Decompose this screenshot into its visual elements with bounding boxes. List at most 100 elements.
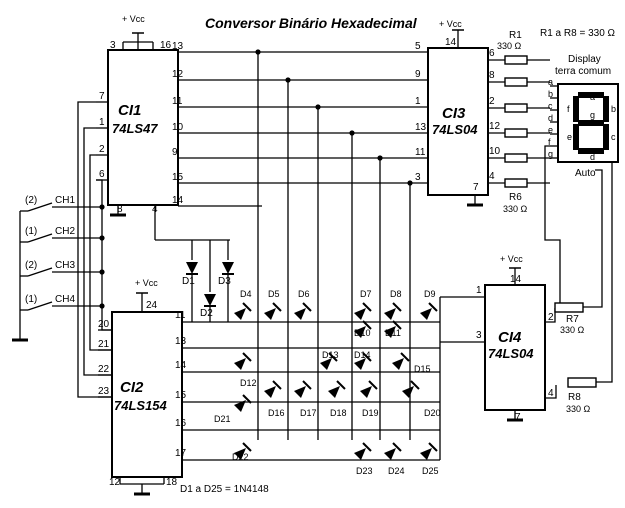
vcc-label-ic3: + Vcc <box>439 19 462 29</box>
resistor-r7-body <box>554 302 584 313</box>
pin-label: 13 <box>175 336 187 347</box>
segment-g <box>578 120 604 126</box>
r7-to-display <box>583 169 603 308</box>
display-title-1: Display <box>568 54 601 65</box>
segment-a <box>578 92 604 98</box>
diode-d24 <box>384 448 396 460</box>
pin-label: 2 <box>99 144 105 155</box>
diode-d17 <box>294 386 306 398</box>
resistor-r8-ref: R8 <box>568 392 581 403</box>
display-seg-f-wire <box>544 145 561 303</box>
diode-d8 <box>384 308 396 320</box>
pin-label: 1 <box>415 96 421 107</box>
switch-lever <box>27 267 53 277</box>
diode-d10 <box>354 326 366 338</box>
diode-label: D21 <box>214 414 231 424</box>
diode-d18-cathode <box>336 380 346 390</box>
ic2-name: CI2 <box>120 379 144 396</box>
pin-label: 18 <box>166 477 178 488</box>
addr-bus-c <box>89 154 112 351</box>
diode-d18 <box>328 386 340 398</box>
vcc-label-ic2: + Vcc <box>135 278 158 288</box>
pin-label: 11 <box>175 310 186 321</box>
resistor-r1-value: 330 Ω <box>497 41 522 51</box>
diode-d21 <box>234 400 246 412</box>
pin-label: 7 <box>473 182 479 193</box>
pin-label: 13 <box>172 41 184 52</box>
segment-glyph-label: g <box>590 110 595 120</box>
diode-note: D1 a D25 = 1N4148 <box>180 484 269 495</box>
segment-label: f <box>548 137 551 147</box>
pin-label: 14 <box>445 37 457 48</box>
junction-dot <box>99 269 105 275</box>
pin-label: 3 <box>476 330 482 341</box>
diode-label: D7 <box>360 289 372 299</box>
diode-label: D10 <box>354 328 371 338</box>
segment-glyph-label: e <box>567 132 572 142</box>
switch-name: CH4 <box>55 294 75 305</box>
resistor-r7-ref: R7 <box>566 314 579 325</box>
diode-label: D25 <box>422 466 439 476</box>
segment-f <box>573 96 579 122</box>
resistor-body <box>504 103 528 113</box>
switch-position: (2) <box>25 195 37 206</box>
pin-label: 20 <box>98 319 110 330</box>
resistor-r8-body <box>567 377 597 388</box>
resistor-body <box>504 153 528 163</box>
junction-dot <box>99 303 105 309</box>
diode-label: D9 <box>424 289 436 299</box>
diode-label: D4 <box>240 289 252 299</box>
vcc-label-ic4: + Vcc <box>500 254 523 264</box>
ic3-part: 74LS04 <box>432 122 478 137</box>
pin-label: 4 <box>489 171 495 182</box>
parts-layer <box>12 29 609 496</box>
pin-label: 16 <box>160 40 172 51</box>
addr-bus-b <box>83 127 112 376</box>
pin-label: 3 <box>110 40 116 51</box>
switch-position: (1) <box>25 294 37 305</box>
diode-label: D14 <box>354 350 371 360</box>
pin-label: 14 <box>172 195 184 206</box>
pin-label: 16 <box>175 418 187 429</box>
segment-glyph-label: c <box>611 132 616 142</box>
ic3-name: CI3 <box>442 105 466 122</box>
pin-label: 14 <box>175 360 187 371</box>
resistor-r6-value: 330 Ω <box>503 204 528 214</box>
resistor-r6-ref: R6 <box>509 192 522 203</box>
ic1-part: 74LS47 <box>112 121 158 136</box>
diode-d14 <box>354 358 366 370</box>
switch-name: CH3 <box>55 260 75 271</box>
pin-label: 4 <box>548 388 554 399</box>
diode-d21-cathode <box>242 394 252 404</box>
diode-d16 <box>264 386 276 398</box>
pin-label: 8 <box>117 204 123 215</box>
diode-d6 <box>294 308 306 320</box>
diode-d12 <box>234 358 246 370</box>
diode-label: D12 <box>240 378 257 388</box>
switch-position: (2) <box>25 260 37 271</box>
diode-d24-cathode <box>392 442 402 452</box>
segment-glyph-label: d <box>590 152 595 162</box>
ic4-out4 <box>545 385 557 399</box>
diode-d19 <box>360 386 372 398</box>
diode-d4 <box>234 308 246 320</box>
diode-d11 <box>384 326 396 338</box>
diode-label: D1 <box>182 276 195 287</box>
diode-d9 <box>420 308 432 320</box>
resistor-body <box>504 178 528 188</box>
pin-label: 21 <box>98 339 110 350</box>
segment-label: e <box>548 125 553 135</box>
segment-label: c <box>548 101 553 111</box>
ic4-box <box>484 284 546 411</box>
pin-label: 7 <box>515 412 521 423</box>
pin-label: 2 <box>489 96 495 107</box>
pin-label: 24 <box>146 300 158 311</box>
pin-label: 11 <box>172 96 183 107</box>
pin-label: 1 <box>476 285 482 296</box>
segment-b <box>603 96 609 122</box>
ic2-box <box>111 311 183 478</box>
junction-dot <box>255 49 261 55</box>
junction-dot <box>377 155 383 161</box>
pin-label: 6 <box>489 48 495 59</box>
